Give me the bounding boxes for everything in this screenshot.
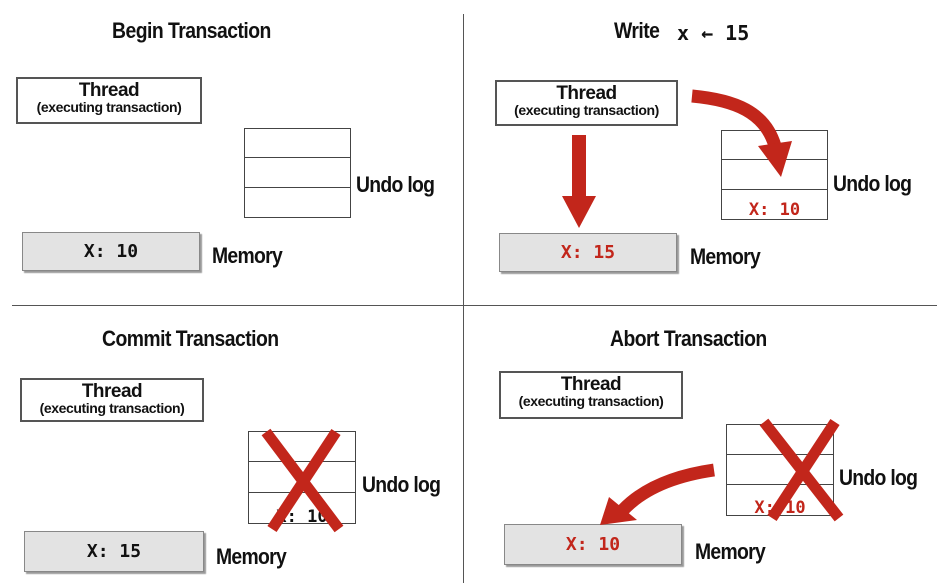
thread-title: Thread: [560, 374, 622, 395]
undo-slot: [245, 129, 350, 159]
panel-title: Commit Transaction: [102, 326, 279, 351]
undo-log-label: Undo log: [362, 472, 441, 497]
memory-box: X: 15: [24, 531, 204, 572]
undo-slot: [727, 455, 833, 485]
undo-slot: [249, 432, 355, 463]
memory-box: X: 15: [499, 233, 677, 272]
thread-title: Thread: [81, 381, 143, 402]
undo-entry: X: 10: [754, 497, 806, 518]
thread-subtitle: (executing transaction): [514, 102, 659, 118]
undo-log: [244, 128, 351, 218]
memory-label: Memory: [212, 243, 283, 268]
panel-title: Write x ← 15: [614, 18, 749, 45]
panel-abort: Abort Transaction Thread (executing tran…: [464, 306, 937, 583]
undo-log: X: 10: [248, 431, 356, 527]
undo-slot: [249, 462, 355, 493]
undo-log-label: Undo log: [356, 172, 435, 197]
vertical-divider: [463, 14, 464, 583]
thread-box: Thread (executing transaction): [499, 371, 683, 419]
undo-entry: X: 10: [748, 199, 801, 220]
memory-label: Memory: [216, 544, 287, 569]
thread-box: Thread (executing transaction): [495, 80, 678, 126]
thread-subtitle: (executing transaction): [518, 393, 664, 409]
memory-value: X: 15: [560, 242, 616, 263]
memory-box: X: 10: [22, 232, 200, 271]
thread-title: Thread: [78, 80, 140, 101]
memory-box: X: 10: [504, 524, 682, 565]
panel-title-code: x ← 15: [677, 21, 750, 45]
undo-slot: X: 10: [722, 190, 827, 219]
undo-log: X: 10: [726, 424, 834, 516]
thread-box: Thread (executing transaction): [20, 378, 204, 422]
thread-box: Thread (executing transaction): [16, 77, 202, 124]
memory-value: X: 15: [86, 541, 142, 562]
undo-log: X: 10: [721, 130, 828, 220]
panel-begin: Begin Transaction Thread (executing tran…: [0, 0, 463, 305]
thread-subtitle: (executing transaction): [39, 400, 185, 416]
undo-slot: [245, 188, 350, 217]
panel-write: Write x ← 15 Thread (executing transacti…: [464, 0, 937, 305]
undo-slot: X: 10: [249, 493, 355, 527]
memory-label: Memory: [695, 539, 766, 564]
undo-slot: X: 10: [727, 485, 833, 518]
panel-title-prefix: Write: [614, 18, 660, 43]
undo-slot: [245, 158, 350, 188]
panel-title: Begin Transaction: [112, 18, 271, 43]
memory-value: X: 10: [83, 241, 139, 262]
panel-title: Abort Transaction: [610, 326, 767, 351]
undo-log-label: Undo log: [839, 465, 918, 490]
undo-slot: [727, 425, 833, 455]
memory-label: Memory: [690, 244, 761, 269]
thread-subtitle: (executing transaction): [36, 99, 182, 115]
memory-value: X: 10: [565, 534, 621, 555]
undo-entry: X: 10: [276, 506, 328, 527]
panel-commit: Commit Transaction Thread (executing tra…: [0, 306, 463, 583]
horizontal-divider: [12, 305, 937, 306]
undo-log-label: Undo log: [833, 171, 912, 196]
undo-slot: [722, 160, 827, 190]
thread-title: Thread: [556, 83, 617, 104]
undo-slot: [722, 131, 827, 161]
